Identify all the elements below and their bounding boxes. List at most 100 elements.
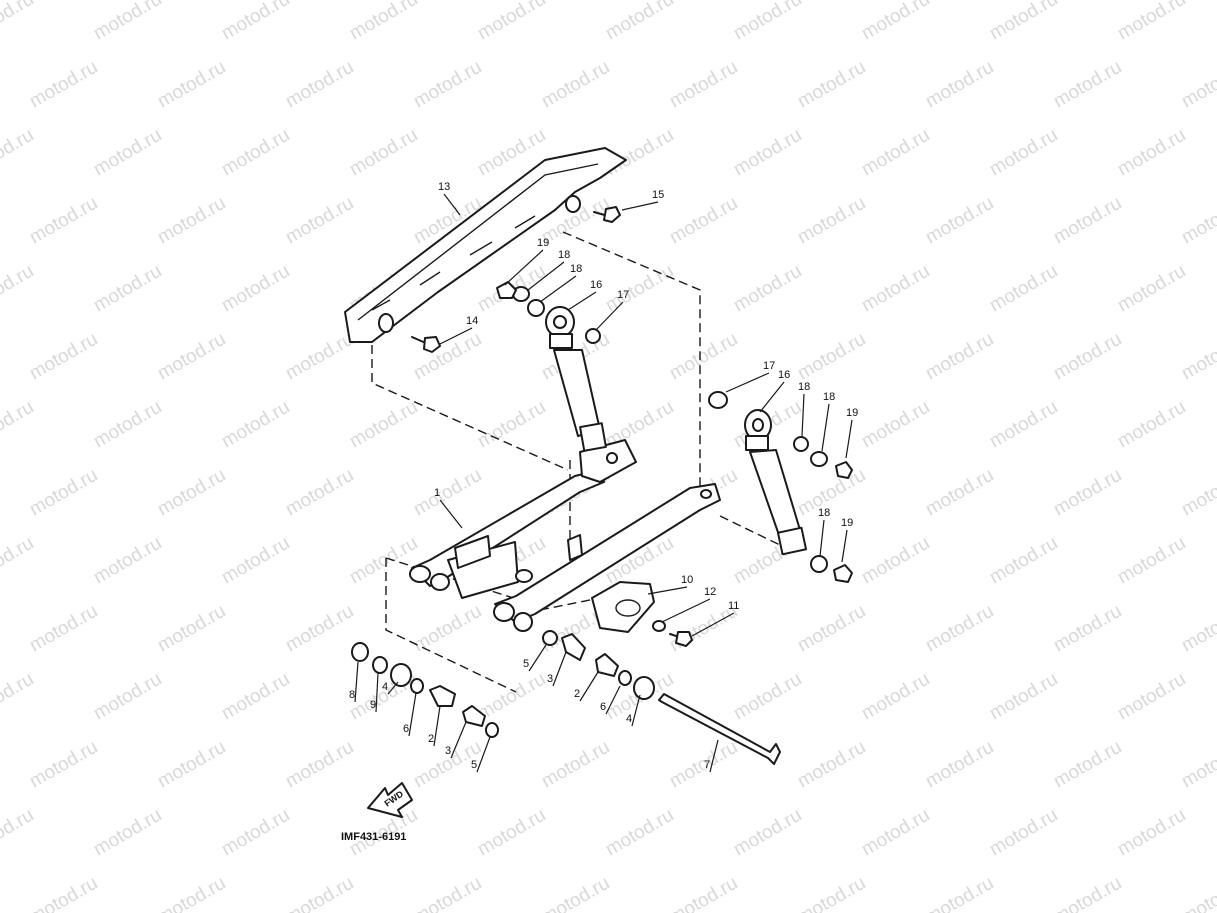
washer-18: [793, 436, 809, 452]
callout-leader: [691, 612, 735, 637]
watermark-text: motod.ru: [666, 329, 741, 385]
bushing-set-right: [542, 630, 655, 700]
watermark-text: motod.ru: [1114, 533, 1189, 589]
watermark-text: motod.ru: [1050, 737, 1125, 793]
shock-absorber-left: [545, 306, 607, 452]
watermark-text: motod.ru: [1050, 57, 1125, 113]
watermark-text: motod.ru: [794, 329, 869, 385]
callout-label-6: 6: [600, 701, 606, 713]
watermark-text: motod.ru: [922, 193, 997, 249]
callout-leader: [759, 381, 785, 413]
watermark-text: motod.ru: [154, 601, 229, 657]
watermark-text: motod.ru: [474, 0, 549, 44]
watermark-text: motod.ru: [410, 57, 485, 113]
watermark-text: motod.ru: [218, 533, 293, 589]
watermark-text: motod.ru: [218, 397, 293, 453]
callout-leader: [841, 529, 848, 563]
callout-label-18: 18: [570, 263, 582, 275]
callout-label-13: 13: [438, 181, 450, 193]
watermark-text: motod.ru: [90, 669, 165, 725]
callout-leader: [450, 721, 467, 759]
watermark-text: motod.ru: [922, 601, 997, 657]
watermark-text: motod.ru: [218, 0, 293, 44]
watermark-text: motod.ru: [0, 397, 37, 453]
watermark-text: motod.ru: [1114, 261, 1189, 317]
watermark-text: motod.ru: [282, 737, 357, 793]
watermark-text: motod.ru: [1050, 601, 1125, 657]
watermark-text: motod.ru: [154, 193, 229, 249]
watermark-text: motod.ru: [282, 873, 357, 913]
watermark-text: motod.ru: [0, 805, 37, 861]
callout-leader: [725, 372, 770, 393]
watermark-text: motod.ru: [986, 533, 1061, 589]
bolt-14: [411, 336, 441, 353]
callout-label-6: 6: [403, 723, 409, 735]
callout-label-4: 4: [382, 681, 388, 693]
watermark-text: motod.ru: [986, 397, 1061, 453]
watermark-text: motod.ru: [26, 873, 101, 913]
nut-19: [835, 461, 853, 479]
watermark-text: motod.ru: [794, 57, 869, 113]
callout-leader: [408, 692, 417, 737]
callout-label-7: 7: [704, 759, 710, 771]
watermark-text: motod.ru: [794, 465, 869, 521]
callout-leader: [439, 327, 473, 345]
watermark-text: motod.ru: [730, 0, 805, 44]
watermark-text: motod.ru: [730, 669, 805, 725]
callout-leader: [567, 291, 597, 311]
watermark-text: motod.ru: [858, 805, 933, 861]
watermark-text: motod.ru: [922, 57, 997, 113]
watermark-text: motod.ru: [986, 669, 1061, 725]
forward-arrow-icon: FWD: [367, 782, 413, 818]
watermark-text: motod.ru: [218, 805, 293, 861]
callout-label-3: 3: [547, 673, 553, 685]
callout-leader: [579, 671, 599, 702]
watermark-text: motod.ru: [730, 805, 805, 861]
watermark-text: motod.ru: [1178, 737, 1217, 793]
watermark-text: motod.ru: [282, 193, 357, 249]
watermark-text: motod.ru: [602, 805, 677, 861]
callout-leader: [709, 739, 719, 773]
callout-leader: [631, 694, 641, 727]
washer-17: [708, 391, 728, 409]
bolt-15: [593, 206, 621, 223]
callout-leader: [647, 586, 688, 595]
callout-label-1: 1: [434, 487, 440, 499]
watermark-text: motod.ru: [218, 669, 293, 725]
callout-label-2: 2: [574, 688, 580, 700]
nut-19: [833, 564, 853, 583]
callout-label-4: 4: [626, 713, 632, 725]
washer-18: [810, 451, 828, 467]
watermark-text: motod.ru: [26, 465, 101, 521]
watermark-text: motod.ru: [154, 873, 229, 913]
callout-label-3: 3: [445, 745, 451, 757]
watermark-text: motod.ru: [410, 873, 485, 913]
callout-label-16: 16: [778, 369, 790, 381]
watermark-text: motod.ru: [1178, 57, 1217, 113]
callout-leader: [354, 661, 359, 703]
watermark-text: motod.ru: [90, 125, 165, 181]
watermark-text: motod.ru: [538, 737, 613, 793]
watermark-text: motod.ru: [858, 0, 933, 44]
callout-label-10: 10: [681, 574, 693, 586]
callout-leader: [476, 736, 491, 773]
watermark-text: motod.ru: [858, 397, 933, 453]
bushing-set-left: [351, 642, 499, 738]
watermark-text: motod.ru: [602, 0, 677, 44]
watermark-text: motod.ru: [922, 873, 997, 913]
watermark-text: motod.ru: [474, 397, 549, 453]
callout-leader: [821, 403, 830, 452]
callout-leader: [661, 598, 711, 623]
watermark-text: motod.ru: [410, 465, 485, 521]
watermark-text: motod.ru: [26, 737, 101, 793]
callout-leader: [375, 672, 379, 713]
callout-label-18: 18: [823, 391, 835, 403]
watermark-text: motod.ru: [1114, 125, 1189, 181]
watermark-text: motod.ru: [346, 397, 421, 453]
watermark-text: motod.ru: [218, 261, 293, 317]
callout-leader: [552, 651, 567, 687]
pivot-shaft: [658, 693, 781, 765]
watermark-text: motod.ru: [0, 261, 37, 317]
callout-label-11: 11: [728, 600, 739, 612]
